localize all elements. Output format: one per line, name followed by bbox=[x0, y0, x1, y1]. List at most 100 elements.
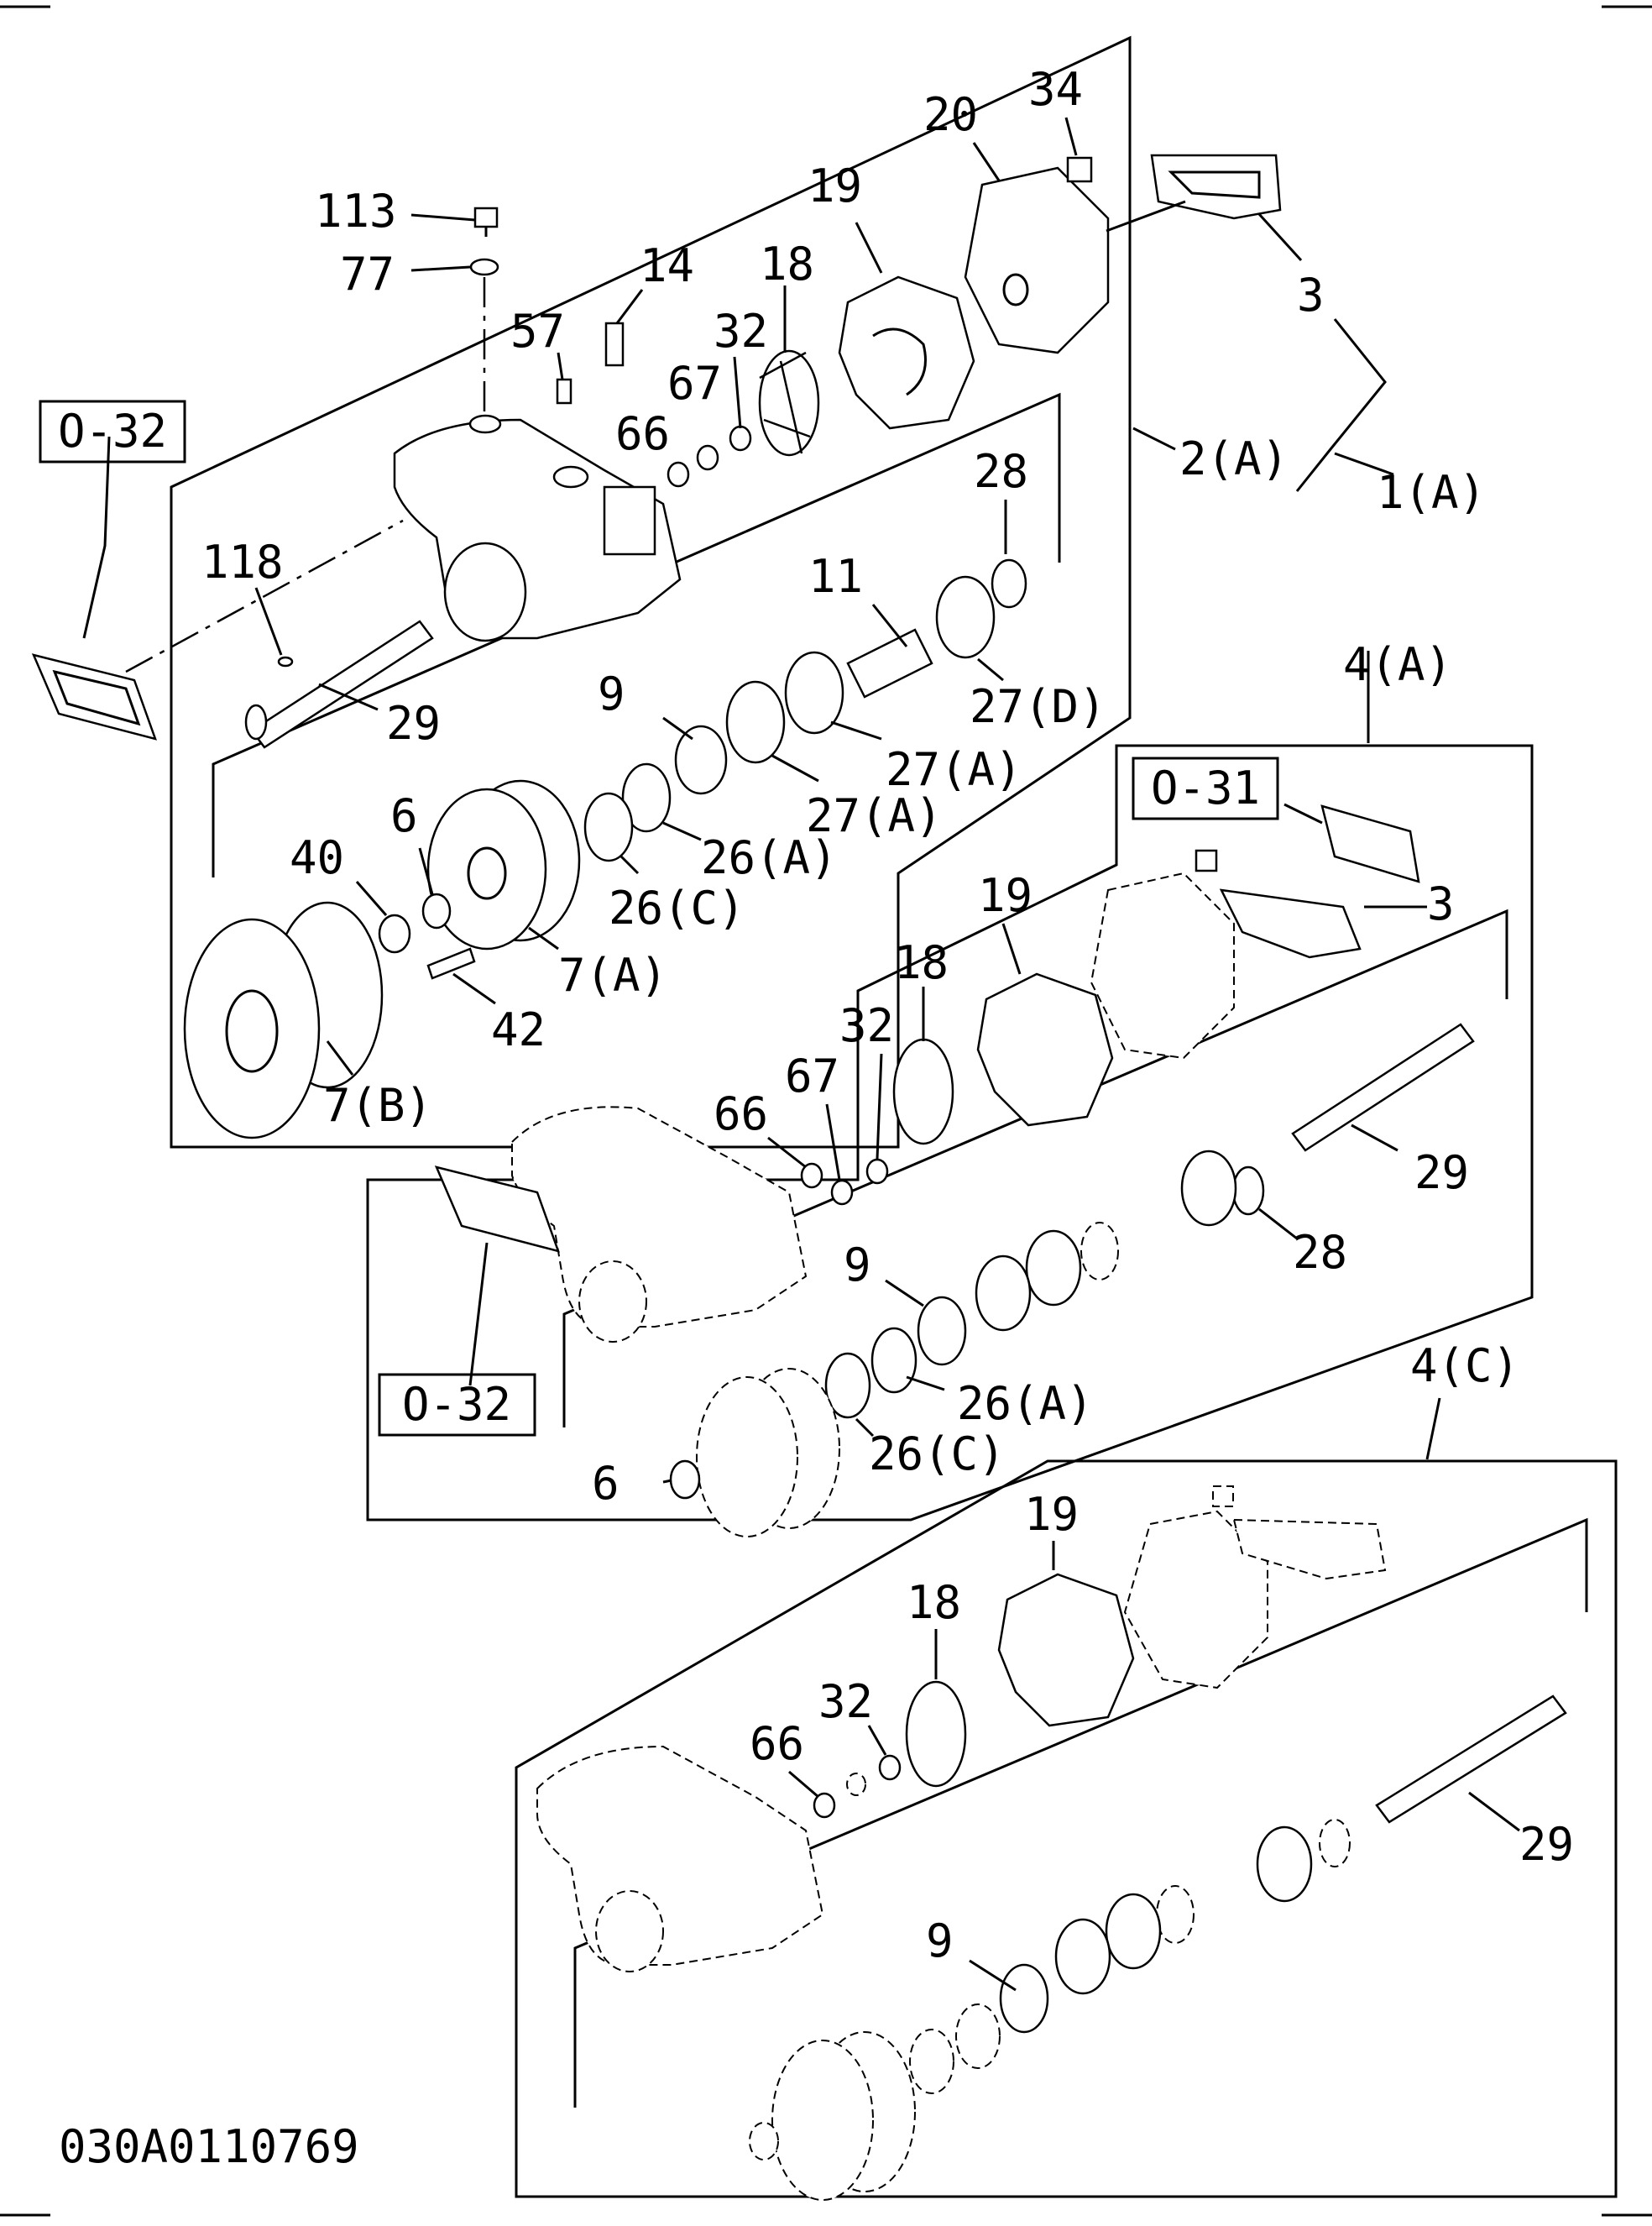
bolt-34 bbox=[1066, 156, 1093, 183]
label-66-4a: 66 bbox=[714, 1087, 768, 1140]
bearing-4c-3 bbox=[1054, 1918, 1111, 1995]
gasket-4a-left bbox=[434, 1165, 560, 1253]
ref-box-top-left-label[interactable]: O-32 bbox=[58, 405, 167, 458]
label-9-4c: 9 bbox=[926, 1914, 954, 1967]
pulley-4a bbox=[696, 1368, 840, 1537]
label-32-4a: 32 bbox=[839, 999, 894, 1052]
impeller-4a bbox=[892, 1038, 954, 1145]
gasket-4a-right bbox=[1320, 804, 1420, 883]
label-14: 14 bbox=[640, 239, 694, 292]
assembly-4a bbox=[366, 651, 1534, 1537]
label-assy-4a: 4(A) bbox=[1343, 638, 1452, 691]
pump-housing-ghost-4c bbox=[536, 1745, 824, 1972]
ring-66-4a bbox=[800, 1162, 823, 1189]
plug-57 bbox=[556, 378, 572, 405]
leader-lines-2a bbox=[82, 117, 1394, 1076]
bearing-27a-1 bbox=[784, 651, 844, 735]
ref-box-top-left[interactable]: O-32 bbox=[39, 400, 186, 464]
leader-lines-4c bbox=[788, 1397, 1520, 1992]
label-42: 42 bbox=[491, 1003, 546, 1056]
label-113: 113 bbox=[315, 185, 397, 238]
seal-32-4a bbox=[865, 1158, 889, 1185]
cover-plate-ghost-4c bbox=[1123, 1510, 1268, 1689]
ring-ghost-4c bbox=[1319, 1819, 1351, 1867]
bearing-4c-1 bbox=[1256, 1825, 1313, 1903]
label-26a-4a: 26(A) bbox=[957, 1377, 1094, 1430]
cover-plate-ghost-4a bbox=[1090, 872, 1235, 1060]
label-assy-1a: 1(A) bbox=[1377, 466, 1486, 519]
seal-32-4c bbox=[878, 1754, 902, 1781]
washer-ghost-4c bbox=[749, 2122, 779, 2161]
collar-ghost-4c bbox=[846, 1773, 866, 1796]
pump-shaft bbox=[244, 620, 434, 749]
ref-box-mid-left-label[interactable]: O-32 bbox=[402, 1378, 511, 1431]
label-11: 11 bbox=[808, 550, 863, 603]
label-7a: 7(A) bbox=[558, 949, 667, 1002]
seal-26a bbox=[621, 762, 672, 833]
gasket-19-4c bbox=[997, 1573, 1135, 1727]
stud-42 bbox=[426, 947, 476, 980]
snap-ring-9 bbox=[674, 725, 728, 795]
label-29-4c: 29 bbox=[1519, 1818, 1574, 1871]
bolt-113 bbox=[473, 207, 499, 237]
bearing-4a-2 bbox=[1025, 1229, 1082, 1307]
snap-ring-9-4a bbox=[917, 1296, 967, 1366]
spacer-11 bbox=[846, 628, 933, 699]
label-66-4c: 66 bbox=[750, 1717, 804, 1770]
label-7b: 7(B) bbox=[323, 1079, 432, 1132]
nut-40 bbox=[378, 914, 411, 954]
pulley-7b bbox=[183, 901, 384, 1139]
gasket-19 bbox=[838, 275, 975, 430]
gasket-3 bbox=[1150, 154, 1282, 220]
bearing-4c-2 bbox=[1105, 1893, 1162, 1970]
bolt-4a bbox=[1195, 849, 1218, 872]
pulley-7a bbox=[426, 779, 581, 951]
label-28: 28 bbox=[974, 445, 1028, 498]
ring-66-4c bbox=[813, 1792, 836, 1819]
washer-6 bbox=[421, 893, 452, 930]
label-18-4a: 18 bbox=[894, 936, 949, 989]
label-27d: 27(D) bbox=[970, 680, 1106, 733]
stud-14 bbox=[604, 322, 625, 367]
label-6: 6 bbox=[390, 789, 418, 842]
bearing-4a-1 bbox=[1180, 1150, 1237, 1227]
label-20: 20 bbox=[923, 88, 978, 141]
label-18-4c: 18 bbox=[907, 1576, 961, 1629]
bearing-4a-3 bbox=[975, 1254, 1032, 1332]
label-9-4a: 9 bbox=[844, 1239, 871, 1291]
gasket-left bbox=[31, 653, 157, 741]
seal-26c bbox=[583, 792, 634, 862]
ring-28-4a bbox=[1231, 1165, 1265, 1216]
gasket-19-4a bbox=[976, 972, 1114, 1127]
impeller-4c bbox=[905, 1680, 967, 1788]
assembly-4c bbox=[515, 1397, 1618, 2201]
ref-box-mid-top[interactable]: O-31 bbox=[1132, 757, 1279, 820]
label-19-4c: 19 bbox=[1024, 1488, 1079, 1541]
label-57: 57 bbox=[510, 305, 565, 358]
part-labels: 113 77 14 57 32 18 19 20 34 3 67 66 28 1… bbox=[59, 63, 1574, 2173]
seal-26a-4a bbox=[870, 1327, 917, 1394]
label-6-4a: 6 bbox=[592, 1457, 620, 1510]
ref-box-mid-top-label[interactable]: O-31 bbox=[1151, 762, 1260, 814]
shaft-29-4a bbox=[1291, 1023, 1475, 1152]
crop-marks bbox=[0, 5, 1652, 2217]
label-26c: 26(C) bbox=[609, 882, 745, 935]
pump-housing-ghost-4a bbox=[511, 1106, 808, 1343]
label-34: 34 bbox=[1028, 63, 1083, 116]
label-77: 77 bbox=[340, 248, 395, 301]
ref-box-mid-left[interactable]: O-32 bbox=[378, 1373, 536, 1437]
snap-ring-9-4c bbox=[999, 1963, 1049, 2034]
bearing-27d bbox=[935, 575, 996, 659]
ring-28 bbox=[991, 558, 1027, 609]
assembly-4c-frame bbox=[515, 1459, 1618, 2198]
label-29: 29 bbox=[386, 697, 441, 750]
label-assy-4c: 4(C) bbox=[1410, 1339, 1519, 1392]
pump-housing bbox=[393, 414, 682, 642]
assembly-2a-frame bbox=[170, 35, 1132, 1149]
assembly-2a bbox=[31, 35, 1394, 1149]
washer-6-4a bbox=[669, 1459, 701, 1500]
label-27a-2: 27(A) bbox=[806, 789, 943, 842]
label-9: 9 bbox=[598, 668, 625, 720]
